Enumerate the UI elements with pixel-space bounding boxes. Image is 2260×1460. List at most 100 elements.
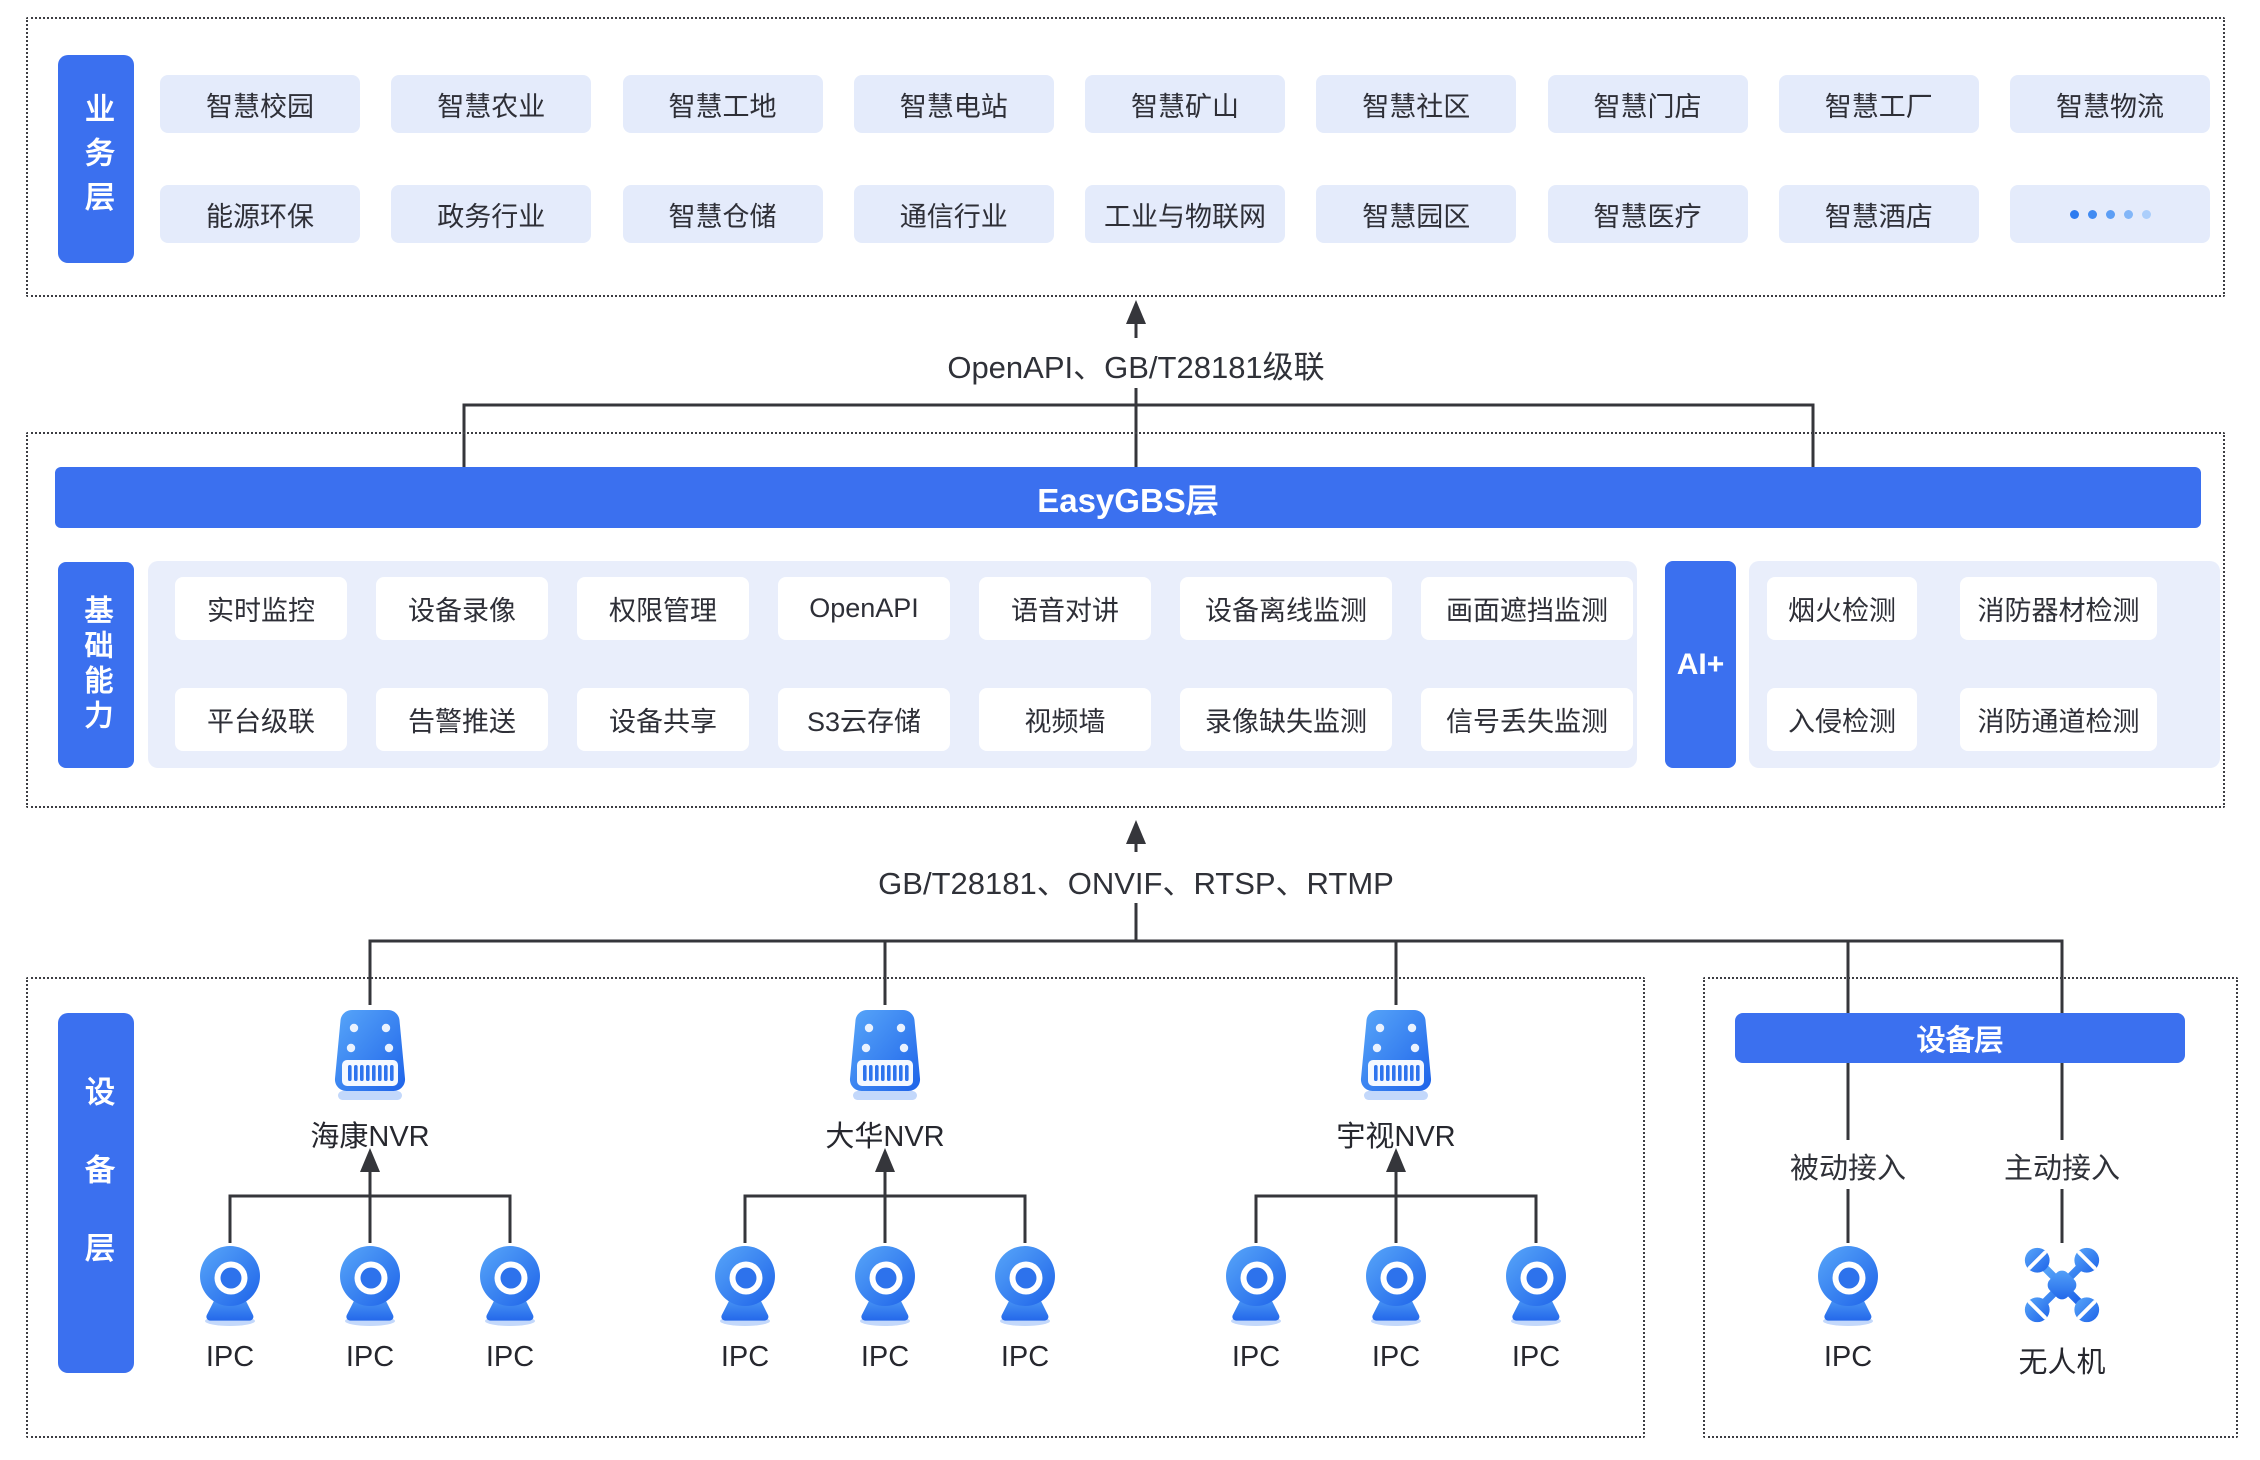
device-name: IPC <box>1823 1341 1873 1373</box>
ipc-node: IPC <box>1204 1245 1308 1374</box>
ipc-camera-icon <box>194 1245 266 1332</box>
ai-capability-chip: 消防器材检测 <box>1960 577 2157 640</box>
ipc-node: IPC <box>458 1245 562 1374</box>
ai-plus-label: AI+ <box>1665 561 1736 768</box>
business-layer-box <box>26 17 2225 297</box>
device-layer-right-box <box>1703 977 2238 1438</box>
ai-capability-chip: 消防通道检测 <box>1960 688 2157 751</box>
top-link-protocol-label: OpenAPI、GB/T28181级联 <box>937 342 1335 387</box>
ipc-node: IPC <box>693 1245 797 1374</box>
ipc-node: IPC <box>1484 1245 1588 1374</box>
ipc-label: IPC <box>860 1341 910 1373</box>
ipc-camera-icon <box>989 1245 1061 1332</box>
business-chip: 通信行业 <box>853 185 1054 243</box>
device-layer-box <box>26 977 1645 1438</box>
business-chip: 智慧仓储 <box>622 185 823 243</box>
passive-device: IPC <box>1758 1245 1938 1374</box>
bottom-link-protocol-label: GB/T28181、ONVIF、RTSP、RTMP <box>868 858 1404 903</box>
capability-chip: 设备离线监测 <box>1180 577 1392 640</box>
capability-chip: 语音对讲 <box>979 577 1151 640</box>
nvr-name: 宇视NVR <box>1336 1121 1456 1153</box>
business-chip: 智慧物流 <box>2010 75 2210 133</box>
ipc-node: IPC <box>178 1245 282 1374</box>
ai-row-2: 入侵检测消防通道检测 <box>1767 688 2157 751</box>
ipc-row: IPC IPC IPC <box>178 1245 562 1374</box>
business-chip: 智慧农业 <box>391 75 592 133</box>
business-chip: 工业与物联网 <box>1085 185 1285 243</box>
business-chip: 政务行业 <box>391 185 592 243</box>
ipc-camera-icon <box>1220 1245 1292 1332</box>
capability-chip: 信号丢失监测 <box>1421 688 1633 751</box>
nvr-node: 宇视NVR <box>1204 1008 1588 1155</box>
capability-chip: 平台级联 <box>175 688 347 751</box>
capability-chip: 视频墙 <box>979 688 1151 751</box>
nvr-node: 大华NVR <box>693 1008 1077 1155</box>
business-chip: 智慧工地 <box>622 75 823 133</box>
ipc-camera-icon <box>1500 1245 1572 1332</box>
capability-chip: 实时监控 <box>175 577 347 640</box>
capability-chip: 设备共享 <box>577 688 749 751</box>
nvr-recorder-icon <box>1344 1008 1448 1105</box>
nvr-group-uniview: 宇视NVR IPC IPC <box>1204 1008 1588 1373</box>
ipc-label: IPC <box>1371 1341 1421 1373</box>
business-chip: 智慧门店 <box>1547 75 1748 133</box>
nvr-name: 大华NVR <box>825 1121 945 1153</box>
ipc-camera-icon <box>474 1245 546 1332</box>
capability-chip: S3云存储 <box>778 688 950 751</box>
nvr-node: 海康NVR <box>178 1008 562 1155</box>
capability-row-2: 平台级联告警推送设备共享 S3云存储视频墙录像缺失监测信号丢失监测 <box>175 688 1633 751</box>
capability-chip: 告警推送 <box>376 688 548 751</box>
ipc-label: IPC <box>1231 1341 1281 1373</box>
capability-chip: 录像缺失监测 <box>1180 688 1392 751</box>
ipc-label: IPC <box>345 1341 395 1373</box>
ipc-camera-icon <box>334 1245 406 1332</box>
business-chip: 智慧校园 <box>160 75 360 133</box>
capability-chip: OpenAPI <box>778 577 950 640</box>
platform-layer-box <box>26 432 2225 808</box>
ai-capability-chip: 烟火检测 <box>1767 577 1917 640</box>
business-chip: 智慧酒店 <box>1778 185 1979 243</box>
ai-row-1: 烟火检测消防器材检测 <box>1767 577 2157 640</box>
drone-icon <box>2022 1245 2102 1330</box>
business-chip: 智慧医疗 <box>1547 185 1748 243</box>
capability-chip: 画面遮挡监测 <box>1421 577 1633 640</box>
active-access-label: 主动接入 <box>1993 1143 2131 1189</box>
nvr-recorder-icon <box>833 1008 937 1105</box>
more-dots-icon <box>2010 185 2210 243</box>
ipc-label: IPC <box>205 1341 255 1373</box>
business-chip: 智慧矿山 <box>1085 75 1285 133</box>
business-chip-row-2: 能源环保政务行业智慧仓储通信行业工业与物联网智慧园区智慧医疗智慧酒店 <box>160 185 2210 243</box>
active-device: 无人机 <box>1972 1245 2152 1381</box>
device-name: 无人机 <box>2018 1347 2106 1379</box>
business-chip: 智慧工厂 <box>1778 75 1979 133</box>
business-layer-label: 业务层 <box>58 55 134 263</box>
nvr-group-dahua: 大华NVR IPC IPC <box>693 1008 1077 1373</box>
business-chip: 智慧电站 <box>853 75 1054 133</box>
business-chip: 智慧园区 <box>1316 185 1517 243</box>
nvr-name: 海康NVR <box>310 1121 430 1153</box>
business-chip-row-1: 智慧校园智慧农业智慧工地智慧电站智慧矿山智慧社区智慧门店智慧工厂智慧物流 <box>160 75 2210 133</box>
business-chip: 能源环保 <box>160 185 360 243</box>
ipc-camera-icon <box>849 1245 921 1332</box>
nvr-recorder-icon <box>318 1008 422 1105</box>
ipc-node: IPC <box>318 1245 422 1374</box>
ipc-row: IPC IPC IPC <box>693 1245 1077 1374</box>
business-chip: 智慧社区 <box>1316 75 1517 133</box>
easygbs-title-bar: EasyGBS层 <box>55 467 2201 528</box>
passive-access-label: 被动接入 <box>1779 1143 1917 1189</box>
device-layer-right-title: 设备层 <box>1735 1013 2185 1063</box>
ipc-row: IPC IPC IPC <box>1204 1245 1588 1374</box>
ipc-label: IPC <box>485 1341 535 1373</box>
ipc-node: IPC <box>973 1245 1077 1374</box>
ipc-camera-icon <box>1812 1245 1884 1332</box>
ai-capability-chip: 入侵检测 <box>1767 688 1917 751</box>
ipc-node: IPC <box>833 1245 937 1374</box>
ipc-label: IPC <box>720 1341 770 1373</box>
ipc-camera-icon <box>1360 1245 1432 1332</box>
capability-chip: 权限管理 <box>577 577 749 640</box>
ipc-camera-icon <box>709 1245 781 1332</box>
ipc-node: IPC <box>1344 1245 1448 1374</box>
